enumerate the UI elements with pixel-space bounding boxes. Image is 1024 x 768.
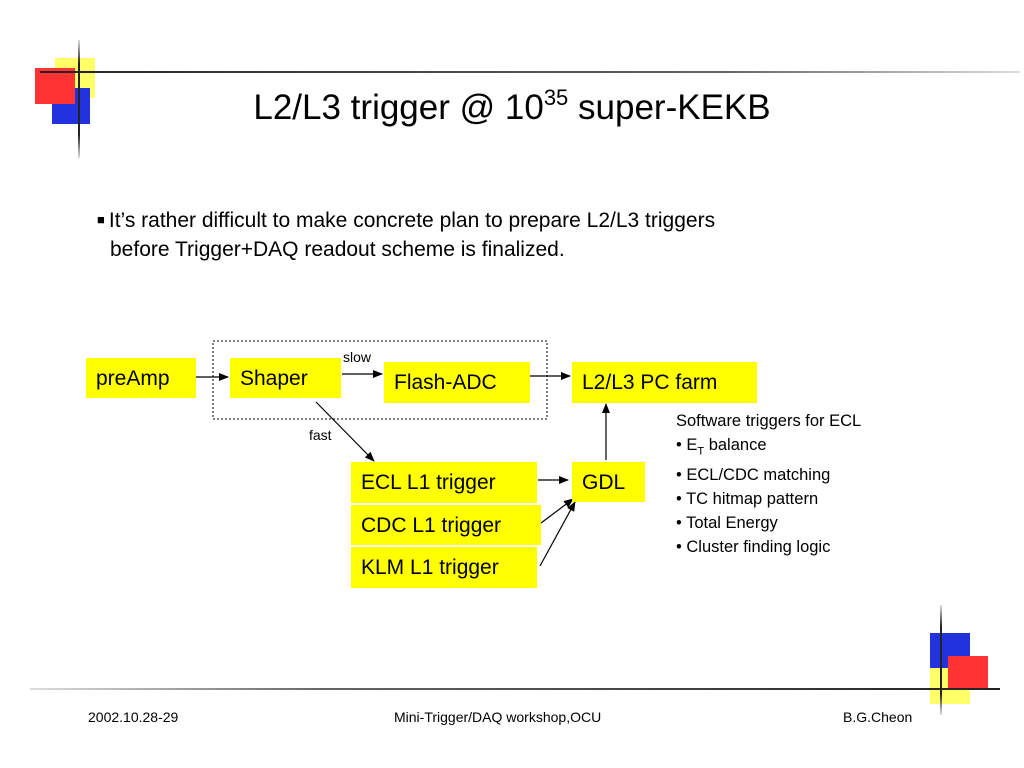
label-slow: slow xyxy=(343,349,371,365)
notes-heading: Software triggers for ECL xyxy=(676,409,861,433)
footer-author: B.G.Cheon xyxy=(843,709,912,725)
box-gdl: GDL xyxy=(572,462,645,502)
box-cdc-l1-trigger: CDC L1 trigger xyxy=(351,505,541,545)
notes-item-ecl-cdc-matching: • ECL/CDC matching xyxy=(676,463,861,487)
notes-item-tc-hitmap: • TC hitmap pattern xyxy=(676,487,861,511)
box-ecl-l1-trigger: ECL L1 trigger xyxy=(351,462,537,503)
footer-event: Mini-Trigger/DAQ workshop,OCU xyxy=(394,709,601,725)
notes-item-cluster-finding: • Cluster finding logic xyxy=(676,535,861,559)
notes-item-et-balance: • ET balance xyxy=(676,433,861,463)
label-fast: fast xyxy=(309,427,332,443)
box-pc-farm: L2/L3 PC farm xyxy=(572,362,757,403)
arrow-cdc-gdl xyxy=(541,499,573,523)
footer-date: 2002.10.28-29 xyxy=(88,709,178,725)
software-triggers-notes: Software triggers for ECL • ET balance •… xyxy=(676,409,861,559)
box-shaper: Shaper xyxy=(230,358,341,398)
box-flash-adc: Flash-ADC xyxy=(384,362,530,403)
box-klm-l1-trigger: KLM L1 trigger xyxy=(351,547,537,588)
box-preamp: preAmp xyxy=(86,358,196,398)
notes-item-total-energy: • Total Energy xyxy=(676,511,861,535)
arrow-klm-gdl xyxy=(540,502,575,566)
